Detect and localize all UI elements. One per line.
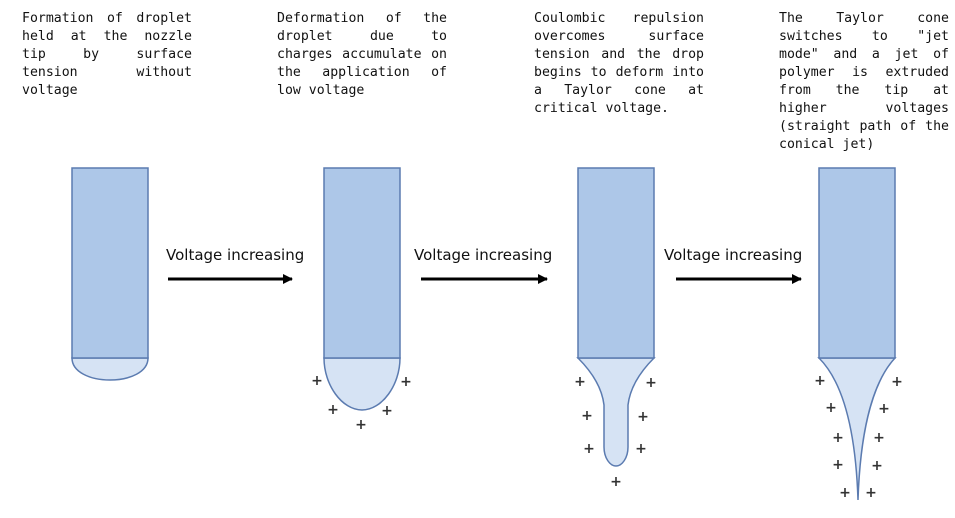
charge-plus-icon: + [839,485,851,501]
charge-plus-icon: + [865,485,877,501]
charge-plus-icon: + [645,375,657,391]
stage-1-nozzle [71,167,149,381]
stage-4-conical-jet [817,357,897,501]
nozzle-1 [71,167,149,359]
charge-plus-icon: + [873,430,885,446]
charge-plus-icon: + [871,458,883,474]
stage-2-caption: Deformation of the droplet due to charge… [277,11,447,98]
charge-plus-icon: + [637,409,649,425]
charge-plus-icon: + [878,401,890,417]
charge-plus-icon: + [381,403,393,419]
charge-plus-icon: + [635,441,647,457]
charge-plus-icon: + [581,408,593,424]
stage-2-droplet [323,357,401,411]
charge-plus-icon: + [814,373,826,389]
charge-plus-icon: + [574,374,586,390]
nozzle-4 [818,167,896,359]
charge-plus-icon: + [583,441,595,457]
stage-4-nozzle [817,167,897,501]
arrow-2-label: Voltage increasing [414,246,553,264]
nozzle-2 [323,167,401,359]
arrow-3-label: Voltage increasing [664,246,803,264]
charge-symbols: ++++++++++++++++++++++ [311,373,903,501]
charge-plus-icon: + [400,374,412,390]
charge-plus-icon: + [327,402,339,418]
arrow-1-label: Voltage increasing [166,246,305,264]
stage-1-caption: Formation of droplet held at the nozzle … [22,11,192,98]
stage-2-nozzle [323,167,401,411]
charge-plus-icon: + [311,373,323,389]
stage-1-droplet [71,357,149,381]
charge-plus-icon: + [825,400,837,416]
charge-plus-icon: + [832,457,844,473]
charge-plus-icon: + [891,374,903,390]
stage-3-taylor-cone [576,357,656,467]
charge-plus-icon: + [832,430,844,446]
nozzle-3 [577,167,655,359]
stage-3-caption: Coulombic repulsion overcomes surface te… [534,11,704,116]
stage-3-nozzle [576,167,656,467]
charge-plus-icon: + [610,474,622,490]
charge-plus-icon: + [355,417,367,433]
stage-4-caption: The Taylor cone switches to "jet mode" a… [779,11,949,152]
